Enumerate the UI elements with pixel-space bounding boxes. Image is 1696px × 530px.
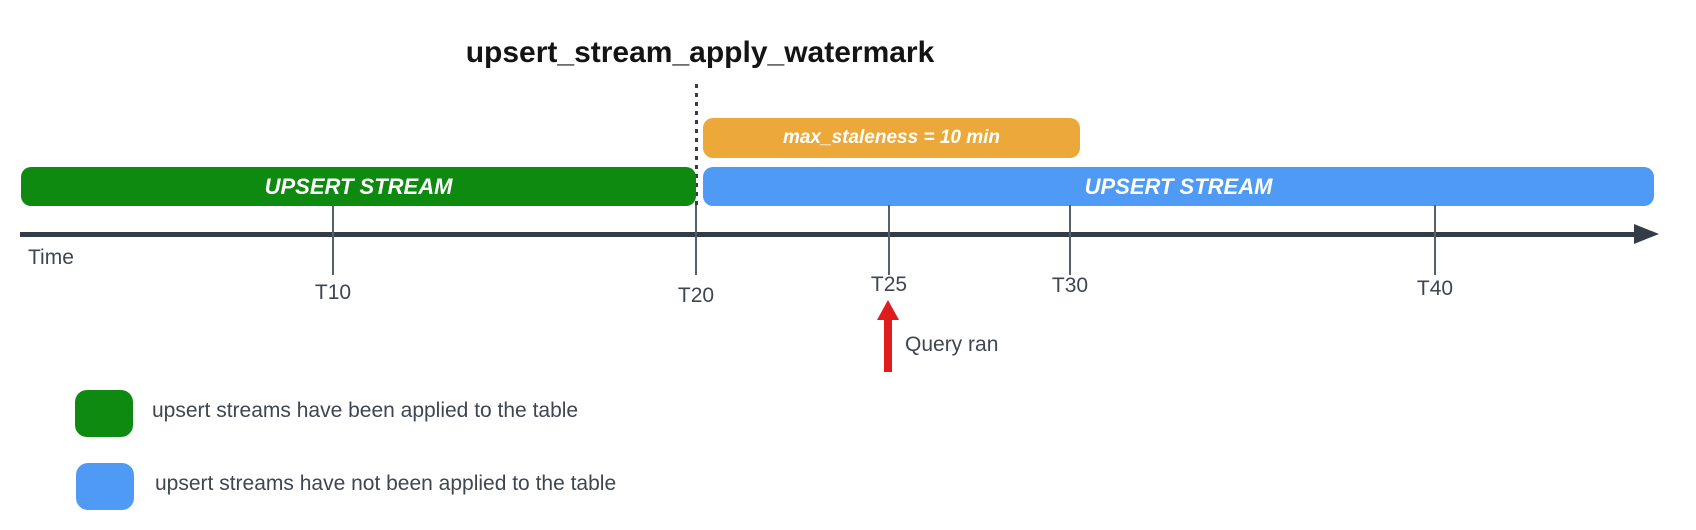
legend-label-applied: upsert streams have been applied to the …: [152, 399, 579, 422]
staleness-window-bar: max_staleness = 10 min: [703, 118, 1080, 158]
time-axis-arrowhead-icon: [1634, 224, 1659, 244]
pending-stream-label: UPSERT STREAM: [1084, 173, 1273, 199]
tick-label-t25: T25: [870, 273, 908, 296]
tick-line-t30: [1069, 205, 1071, 275]
query-ran-arrow-icon: [877, 300, 899, 320]
query-ran-label: Query ran: [905, 333, 999, 356]
time-axis-line: [20, 232, 1635, 237]
legend-label-not-applied: upsert streams have not been applied to …: [155, 472, 617, 495]
diagram-title: upsert_stream_apply_watermark: [465, 36, 935, 69]
tick-line-t40: [1434, 205, 1436, 275]
tick-line-t20: [695, 205, 697, 275]
query-ran-arrow-shaft: [884, 318, 892, 372]
legend-swatch-applied: [75, 390, 133, 437]
tick-label-t30: T30: [1051, 274, 1089, 297]
applied-stream-bar: UPSERT STREAM: [21, 167, 696, 206]
tick-line-t25: [888, 205, 890, 275]
legend-swatch-not-applied: [76, 463, 134, 510]
tick-label-t20: T20: [677, 284, 715, 307]
staleness-window-label: max_staleness = 10 min: [782, 127, 1001, 148]
tick-label-t10: T10: [314, 281, 352, 304]
time-axis-label: Time: [28, 246, 74, 269]
watermark-dashed-line: [695, 84, 698, 205]
applied-stream-label: UPSERT STREAM: [264, 173, 453, 199]
tick-label-t40: T40: [1416, 277, 1454, 300]
pending-stream-bar: UPSERT STREAM: [703, 167, 1654, 206]
tick-line-t10: [332, 205, 334, 275]
